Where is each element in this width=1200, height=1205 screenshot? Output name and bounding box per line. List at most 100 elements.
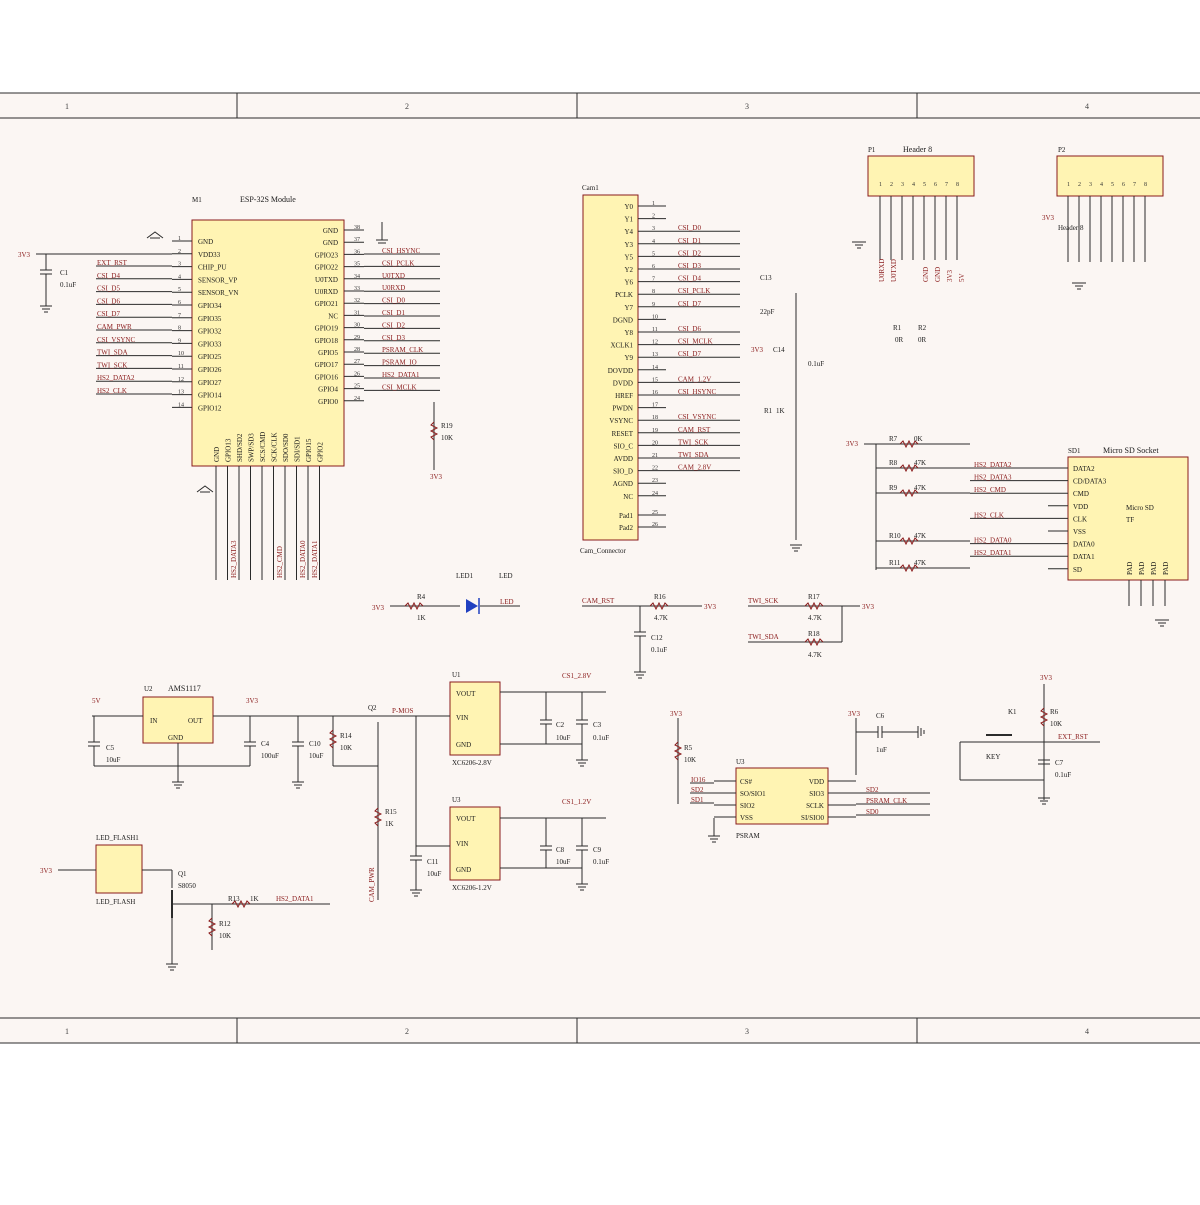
sd-resistor-val: 47K [914, 532, 926, 540]
esp32-right-net-label: U0RXD [382, 284, 405, 292]
p2-pin-number: 5 [1111, 182, 1114, 188]
c4-val: 100uF [261, 752, 279, 760]
status-led: 3V3 R4 1K LED1 LED LED [372, 572, 520, 622]
c9-ref: C9 [593, 846, 602, 854]
cam-pin-number: 15 [652, 377, 658, 383]
esp32-right-pin-label: GND [323, 239, 338, 247]
ground-symbol [576, 759, 588, 767]
r6-val: 10K [1050, 720, 1062, 728]
psram-left-pin-label: SO/SIO1 [740, 790, 766, 798]
p1-net-label: U0TXD [890, 259, 898, 282]
cam-pin-label: Y4 [624, 228, 633, 236]
resistor-r16 [649, 601, 669, 611]
p2-supply: 3V3 [1042, 214, 1055, 222]
esp32-left-net-label: HS2_DATA2 [97, 374, 135, 382]
key-ref: K1 [1008, 708, 1017, 716]
ldo-top-out-net: CS1_2.8V [562, 672, 591, 680]
cam-net-label: CSI_D1 [678, 237, 701, 245]
cam-body [582, 194, 639, 541]
cam-pin-number: 22 [652, 466, 658, 472]
cam-nets: CSI_D0CSI_D1CSI_D2CSI_D3CSI_D4CSI_PCLKCS… [666, 224, 740, 472]
c11-ref: C11 [427, 858, 439, 866]
psram-ref: U3 [736, 758, 745, 766]
esp32-body [191, 219, 345, 467]
esp32-left-pin-number: 2 [178, 249, 181, 255]
psram-supply: 3V3 [670, 710, 683, 718]
cam-pin-number: 8 [652, 289, 655, 295]
psram-right-pin-label: VDD [809, 778, 824, 786]
psram-right-net-label: SD2 [866, 786, 879, 794]
resistor-r5 [673, 741, 683, 761]
u2-ref: U2 [144, 685, 153, 693]
cam-pin-label: Y7 [624, 304, 633, 312]
esp32-right-pin-label: GPIO5 [318, 349, 338, 357]
u2-gnd: GND [168, 734, 183, 742]
sd-pad-label: PAD [1138, 562, 1146, 575]
sd-pad-label: PAD [1126, 562, 1134, 575]
cam-pin-label: Y0 [624, 203, 633, 211]
key-supply: 3V3 [1040, 674, 1053, 682]
resistor-r4 [404, 601, 424, 611]
micro-sd-socket: SD1 Micro SD Socket DATA2CD/DATA3CMDVDDC… [846, 435, 1189, 627]
sd-resistor-val: 47K [914, 559, 926, 567]
cam-pin-number: 23 [652, 478, 658, 484]
cam-net-label: CAM_2.8V [678, 464, 711, 472]
psram-right-net-label: PSRAM_CLK [866, 797, 907, 805]
power-regulator: 5V U2 AMS1117 IN OUT GND 3V3 C5 10uF C4 … [88, 684, 440, 902]
ldo-top-pin: VOUT [456, 690, 476, 698]
sd-resistor [899, 563, 919, 573]
c13-val: 22pF [760, 308, 775, 316]
c6-ref: C6 [876, 712, 885, 720]
sd-ref: SD1 [1068, 447, 1081, 455]
sd-pin-label: CD/DATA3 [1073, 478, 1107, 486]
frame-col-bottom: 4 [1085, 1027, 1089, 1036]
c12-val: 0.1uF [651, 646, 667, 654]
r14-val: 10K [340, 744, 352, 752]
resistor-r6 [1039, 707, 1049, 727]
r14-ref: R14 [340, 732, 352, 740]
cam-net-label: CSI_D4 [678, 275, 701, 283]
esp32-left-pin-number: 12 [178, 377, 184, 383]
r15-ref: R15 [385, 808, 397, 816]
esp32-left-pin-label: GND [198, 238, 213, 246]
led-ref: LED1 [456, 572, 474, 580]
cam-pin-label: AGND [613, 480, 633, 488]
cam-pin-label: DOVDD [608, 367, 633, 375]
p2-title: Header 8 [1058, 224, 1084, 232]
sd-side-label: Micro SD [1126, 504, 1154, 512]
sd-pin-label: CLK [1073, 515, 1087, 523]
p1-pin-number: 1 [879, 182, 882, 188]
cam-pin-label: PWDN [612, 405, 633, 413]
frame-col-top: 1 [65, 102, 69, 111]
sd-pin-label: DATA1 [1073, 553, 1095, 561]
esp32-right-pin-number: 33 [354, 286, 360, 292]
r16-ref: R16 [654, 593, 666, 601]
ground-symbol [292, 781, 304, 789]
c2-val: 10uF [556, 734, 571, 742]
cam-pin-number: 18 [652, 415, 658, 421]
ldo-bottom: U3 VOUT VIN GND XC6206-1.2V CS1_1.2V C8 … [410, 796, 609, 897]
resistor-r15 [373, 807, 383, 827]
twi-pullups: TWI_SCK R17 4.7K 3V3 TWI_SDA R18 4.7K [748, 593, 875, 659]
cam-pin-number: 7 [652, 277, 655, 283]
esp32-right-net-label: CSI_MCLK [382, 383, 417, 391]
resistor-r17 [804, 601, 824, 611]
esp32-module: M1 ESP-32S Module GND1VDD332CHIP_PU3SENS… [18, 195, 453, 580]
cam-pin-label: Y1 [624, 216, 633, 224]
twi-scl: TWI_SCK [748, 597, 778, 605]
twi-sda: TWI_SDA [748, 633, 779, 641]
ground-symbol [917, 726, 925, 738]
esp32-left-pin-label: GPIO14 [198, 392, 222, 400]
resistor-r18 [804, 637, 824, 647]
ldo-top-pin: VIN [456, 714, 468, 722]
frame-col-top: 2 [405, 102, 409, 111]
cam-pin-number: 14 [652, 365, 658, 371]
sd-pin-label: VDD [1073, 503, 1088, 511]
psram-right-pin-label: SIO3 [809, 790, 824, 798]
cam-pin-label: DGND [613, 316, 633, 324]
esp32-bottom-pin-label: SCK/CLK [271, 432, 279, 462]
